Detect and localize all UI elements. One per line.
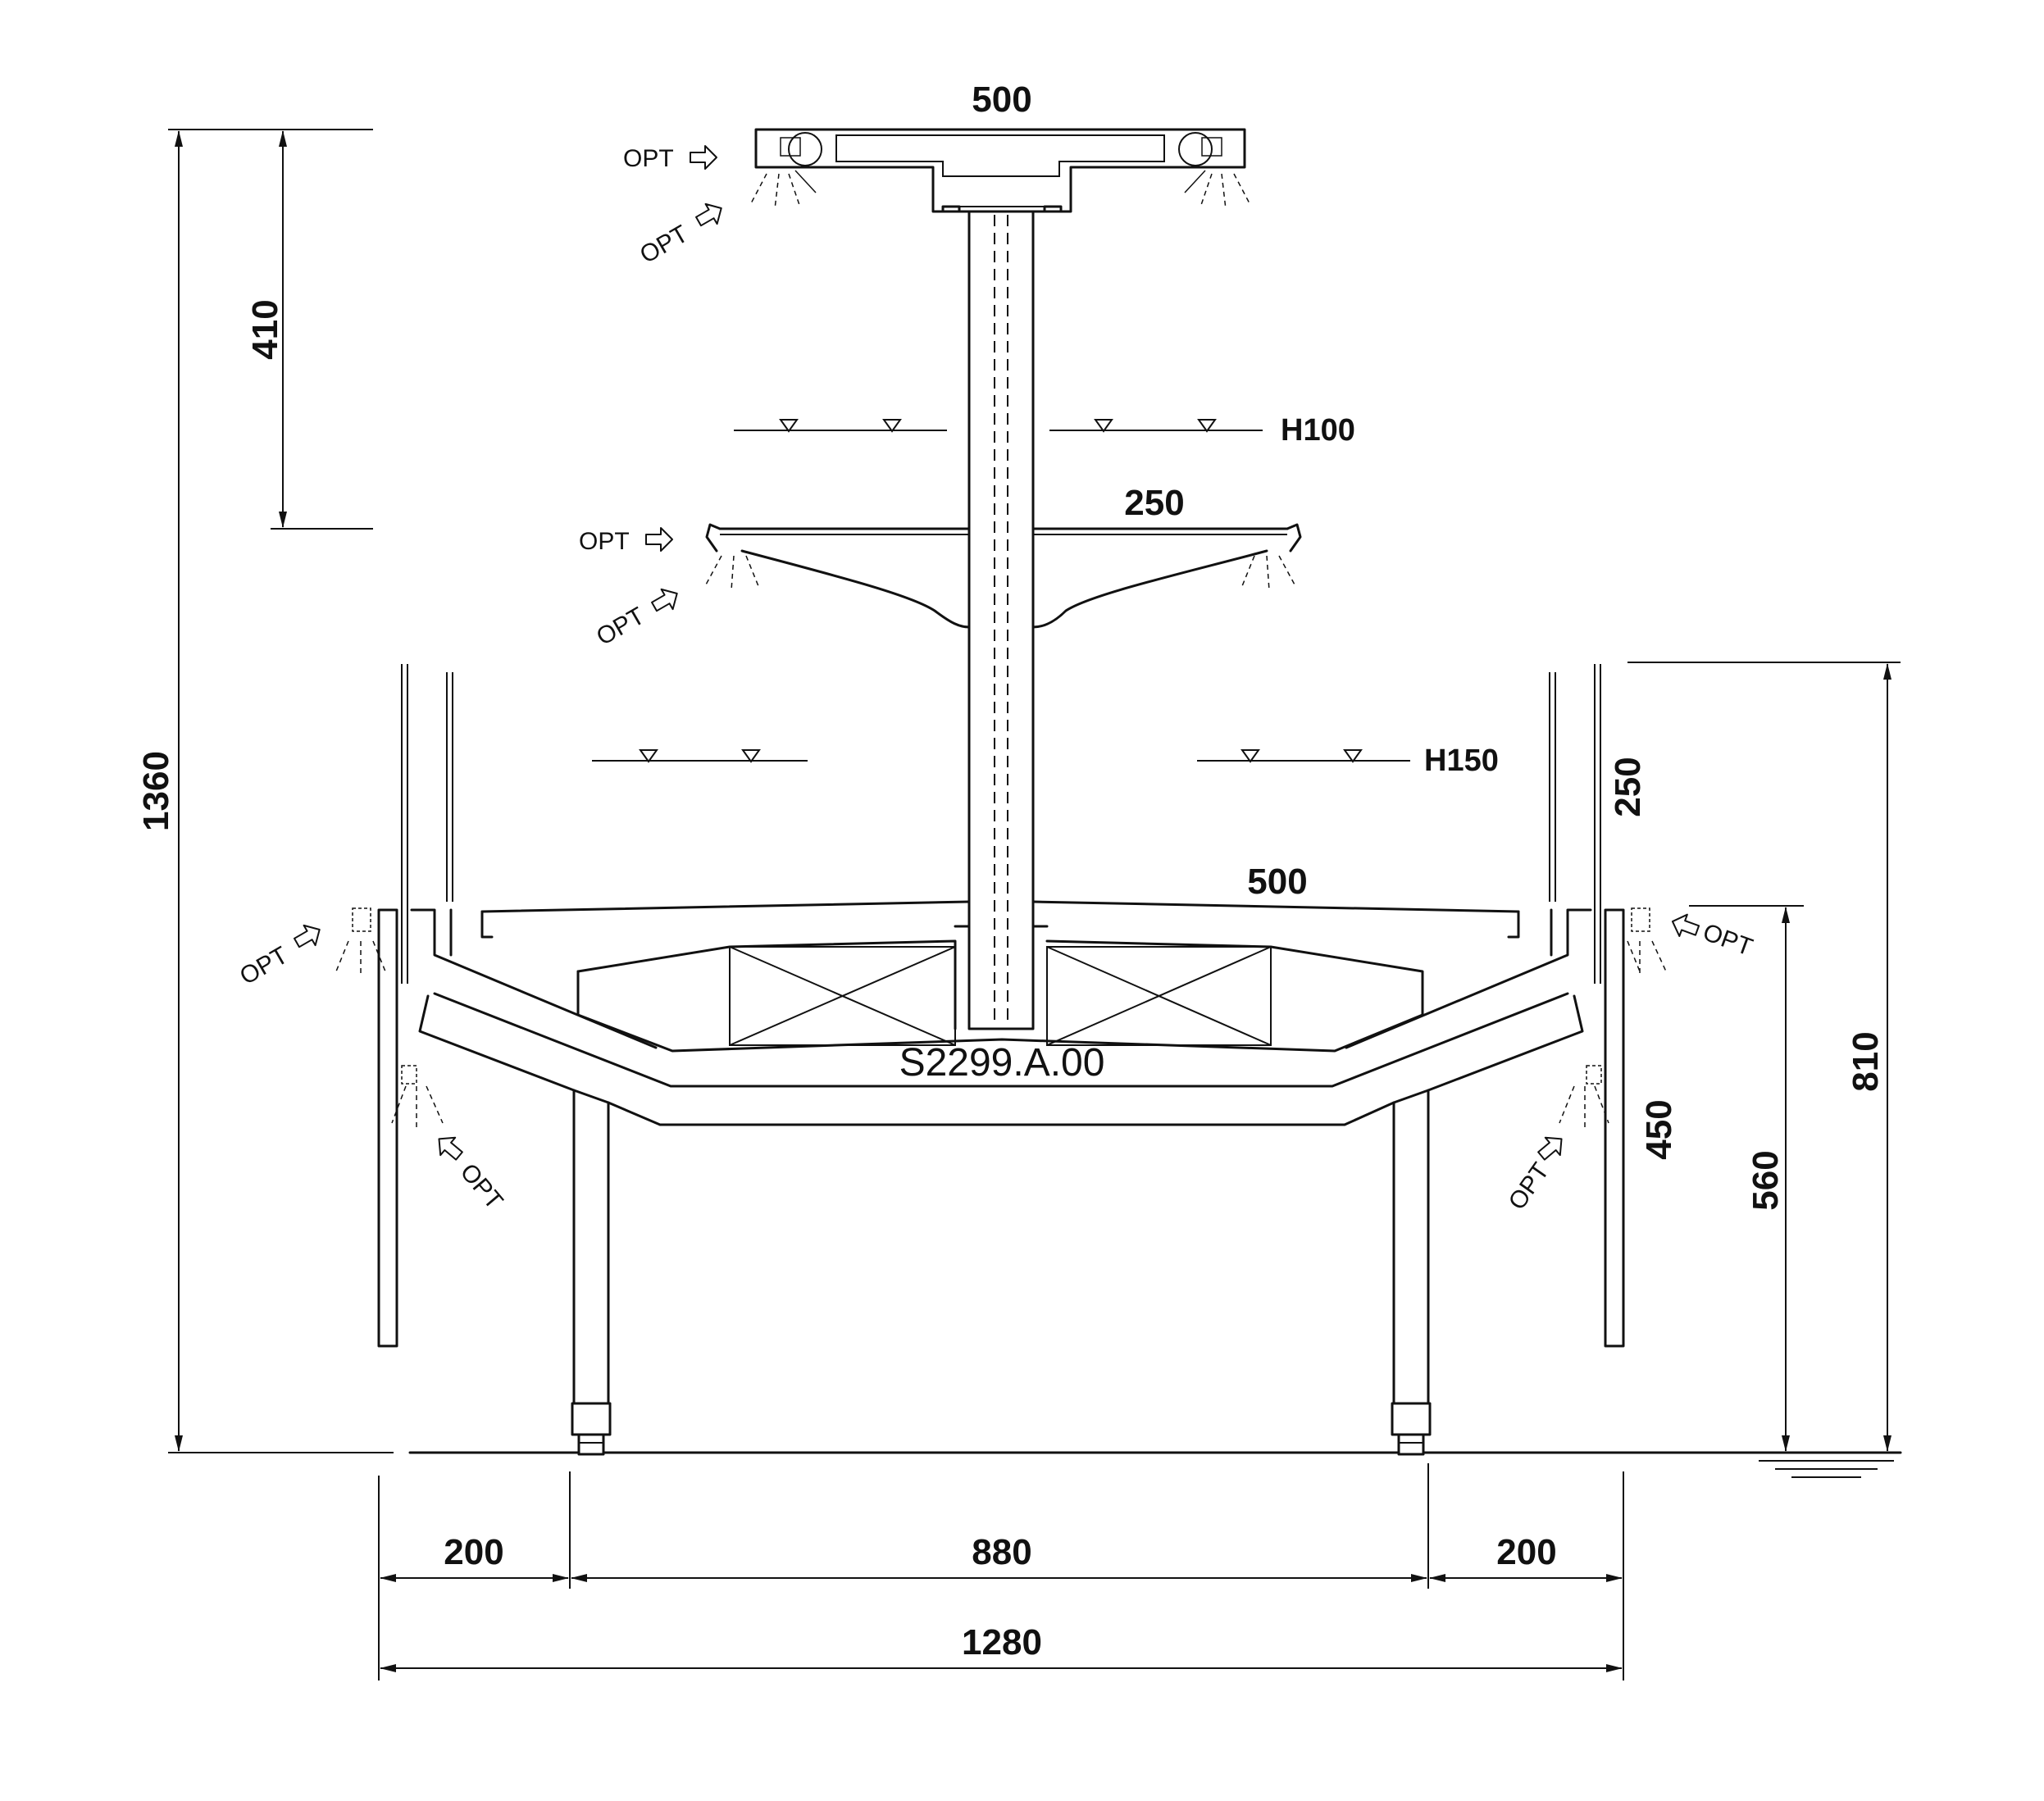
dim-back-height: 810 [1846, 1031, 1886, 1091]
opt-label-2: OPT [635, 221, 693, 269]
dimension-lines [168, 129, 1901, 1680]
opt-label-6: OPT [455, 1158, 508, 1214]
light-fixtures [335, 170, 1667, 1127]
ground-line [408, 1451, 1902, 1478]
dim-middle-shelf-width: 250 [1124, 483, 1184, 523]
dim-total-height: 1360 [136, 751, 176, 831]
dim-left-side: 200 [444, 1532, 503, 1572]
opt-label-8: OPT [1504, 1158, 1555, 1215]
dim-overall-width: 1280 [962, 1622, 1042, 1662]
level-labels: H100 H150 [1281, 413, 1499, 778]
dim-top-shelf-width: 500 [972, 80, 1031, 120]
level-marks [592, 419, 1410, 763]
dim-side-lower-height: 450 [1639, 1099, 1679, 1159]
opt-arrows [294, 145, 1700, 1161]
opt-label-4: OPT [592, 603, 649, 651]
base-unit [410, 900, 1592, 1456]
dim-right-side: 200 [1496, 1532, 1556, 1572]
side-panels [377, 664, 1625, 1348]
dimension-labels: 500 250 500 1360 410 250 450 560 810 200… [136, 80, 1886, 1662]
dim-base-shelf-width: 500 [1247, 862, 1307, 902]
opt-label-5: OPT [235, 942, 293, 990]
opt-label-7: OPT [1700, 919, 1756, 962]
dim-center-span: 880 [972, 1532, 1031, 1572]
opt-label-3: OPT [579, 528, 630, 555]
dim-top-offset: 410 [245, 299, 285, 359]
level-upper-label: H100 [1281, 413, 1355, 448]
level-lower-label: H150 [1424, 744, 1499, 778]
opt-label-1: OPT [623, 145, 674, 172]
middle-shelf [705, 523, 1302, 629]
dim-front-height: 560 [1746, 1150, 1786, 1210]
top-shelf [754, 128, 1246, 213]
central-column [967, 207, 1035, 1030]
dim-side-panel-height: 250 [1608, 757, 1648, 816]
drawing-code: S2299.A.00 [899, 1041, 1105, 1085]
